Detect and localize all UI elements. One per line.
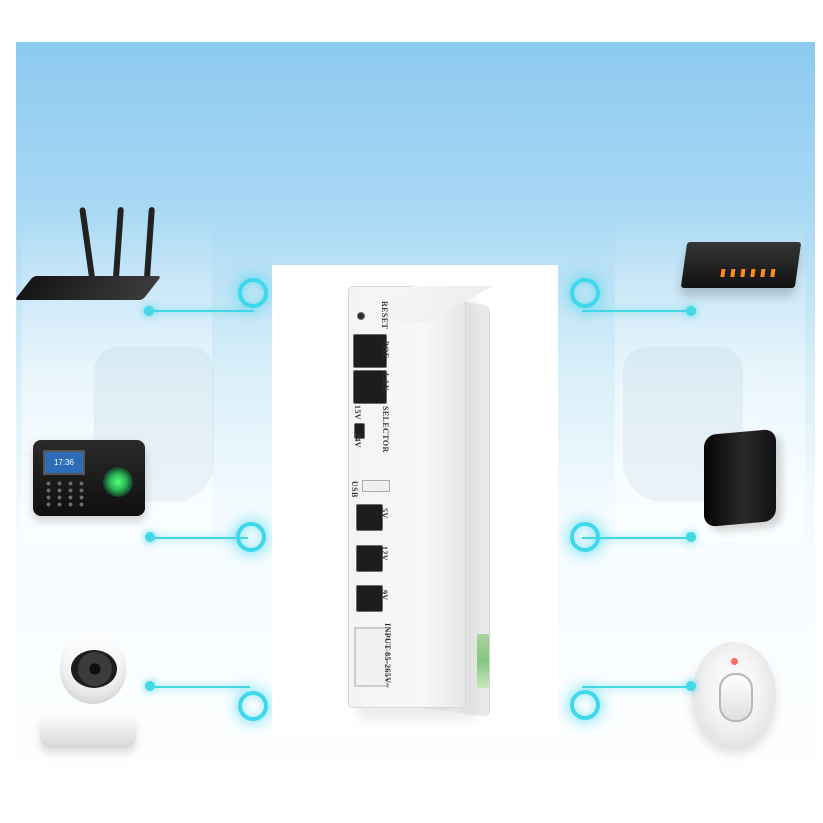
camera-connector-ring [238, 691, 268, 721]
camera-connector-line [148, 686, 250, 688]
router-icon [14, 206, 162, 320]
smoke-connector-dot [686, 681, 696, 691]
switch-connector-ring [570, 278, 600, 308]
dc-9v-label: 9V [380, 590, 389, 601]
attendance-screen: 17:36 [43, 450, 85, 475]
modem-connector-ring [570, 522, 600, 552]
reset-label: RESET [380, 301, 389, 330]
dc-12v-label: 12V [380, 546, 389, 561]
router-connector-ring [238, 278, 268, 308]
router-connector-dot [144, 306, 154, 316]
attendance-connector-dot [145, 532, 155, 542]
usb-label: USB [350, 481, 359, 498]
poe-port [353, 334, 387, 368]
dc-12v-port [356, 545, 383, 572]
smoke-detector-button [719, 673, 753, 722]
selector-15v-label: 15V [353, 405, 362, 420]
attendance-connector-ring [236, 522, 266, 552]
input-voltage-label: INPUT 85-265V~ [383, 623, 392, 688]
camera-lens [71, 650, 117, 688]
switch-ports [720, 269, 778, 277]
router-body [14, 276, 162, 300]
dc-5v-port [356, 504, 383, 531]
poe-label: POE [381, 341, 390, 359]
smoke-detector-led [731, 658, 738, 665]
router-connector-line [146, 310, 254, 312]
smoke-detector-icon [692, 642, 778, 746]
ac-input-port [354, 627, 388, 687]
ip-camera-icon [40, 634, 138, 752]
lan-label: LAN [381, 373, 390, 392]
selector-label: SELECTOR [381, 406, 390, 453]
voltage-selector-switch [354, 423, 365, 439]
dc-5v-label: 5V [380, 508, 389, 519]
dc-9v-port [356, 585, 383, 612]
switch-connector-line [582, 310, 690, 312]
smoke-connector-ring [570, 690, 600, 720]
reset-port [357, 312, 365, 320]
fingerprint-sensor [103, 467, 133, 497]
modem-icon [704, 428, 776, 528]
attendance-keypad [43, 480, 87, 508]
smoke-connector-line [582, 686, 690, 688]
modem-connector-dot [686, 532, 696, 542]
fingerprint-attendance-icon: 17:36 [33, 440, 145, 516]
ups-status-led [477, 634, 489, 688]
camera-base [40, 712, 136, 748]
switch-connector-dot [686, 306, 696, 316]
modem-connector-line [582, 537, 690, 539]
network-switch-icon [680, 242, 802, 288]
camera-connector-dot [145, 681, 155, 691]
usb-port [362, 480, 390, 492]
attendance-connector-line [148, 537, 248, 539]
lan-port [353, 370, 387, 404]
selector-24v-label: 24V [353, 433, 362, 448]
